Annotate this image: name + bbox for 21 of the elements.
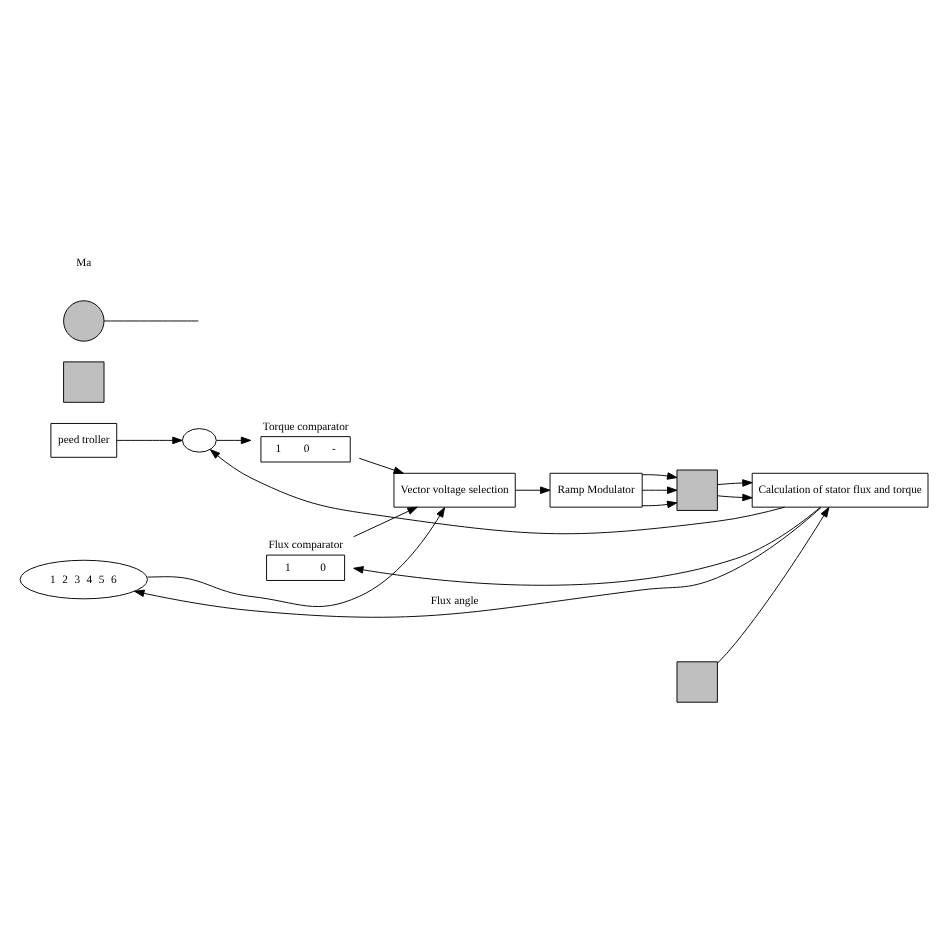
connector <box>103 320 199 322</box>
arrow <box>641 472 678 480</box>
node-box <box>63 361 105 403</box>
node-circle <box>181 428 217 453</box>
arrow <box>358 457 404 474</box>
node-box <box>676 469 718 511</box>
arrow <box>353 506 418 538</box>
arrow <box>641 486 678 494</box>
arrow <box>717 506 830 664</box>
arrow <box>717 479 753 487</box>
arrow <box>209 449 786 535</box>
arrow <box>147 507 446 607</box>
node-circle <box>63 300 105 342</box>
arrow <box>515 486 551 494</box>
arrow <box>353 506 821 586</box>
arrow <box>641 500 678 509</box>
arrow <box>116 436 183 445</box>
arrow <box>216 436 252 445</box>
arrow <box>717 493 753 502</box>
arrow <box>134 507 822 618</box>
node-box <box>676 661 718 703</box>
